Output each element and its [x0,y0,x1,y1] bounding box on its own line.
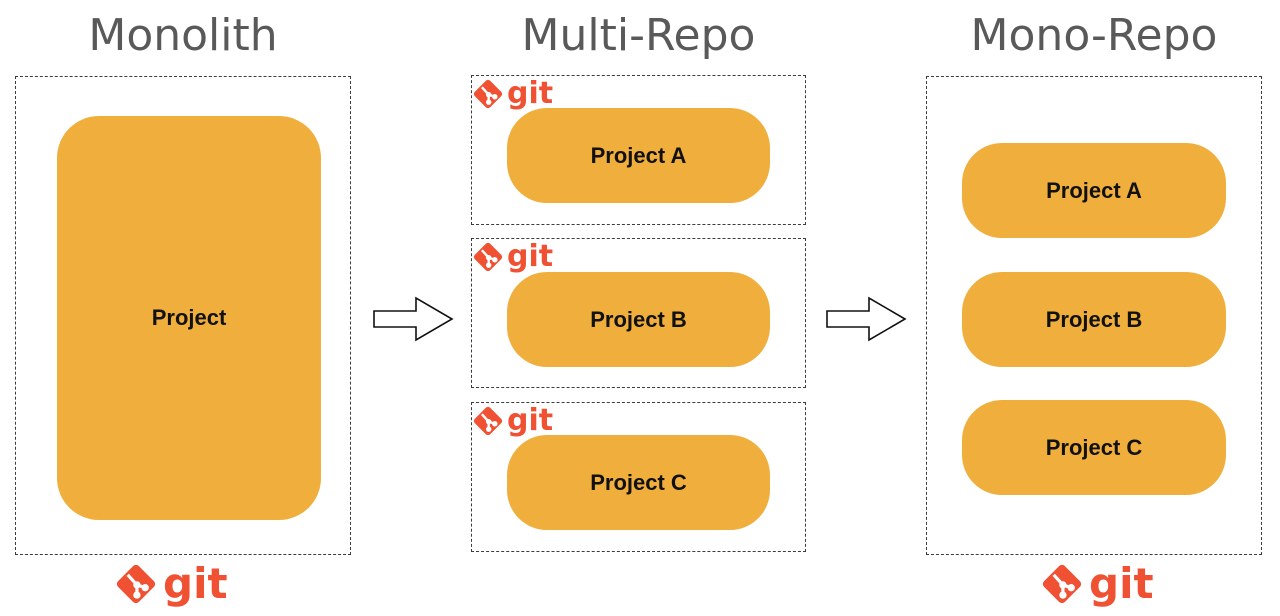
monolith-repo-box [15,76,351,555]
mono-repo-project-c: Project C [962,400,1226,495]
mono-repo-project-a: Project A [962,143,1226,238]
project-label: Project [151,305,227,330]
git-wordmark: git [1089,559,1154,608]
repo-b-box [471,238,806,388]
right-arrow-icon [373,296,454,342]
multi-repo-project-a: Project A [507,108,770,203]
mono-repo-git-logo: git [1039,560,1154,608]
git-wordmark: git [507,239,554,274]
git-logo-icon [473,406,503,436]
project-label: Project B [1045,306,1143,332]
project-label: Project A [1046,177,1142,203]
monolith-git-logo: git [113,560,228,608]
repo-c-box [471,402,806,552]
monolith-project: Project [57,116,321,520]
repo-b-git-logo: git [471,239,553,275]
mono-repo-title: Mono-Repo [970,10,1218,61]
git-wordmark: git [163,559,228,608]
git-logo-icon [116,564,156,604]
monolith-title: Monolith [88,10,278,61]
project-label: Project A [590,142,687,168]
repo-a-box [471,75,806,225]
multi-repo-title: Multi-Repo [521,10,756,61]
right-arrow-icon [826,296,907,342]
multi-repo-project-c: Project C [507,435,770,530]
git-logo-icon [473,79,503,109]
repo-a-git-logo: git [471,76,553,112]
git-logo-icon [473,242,503,272]
repo-c-git-logo: git [471,403,553,439]
project-label: Project C [590,469,687,495]
mono-repo-project-b: Project B [962,272,1226,367]
mono-repo-box [926,76,1262,555]
git-wordmark: git [507,76,554,111]
project-label: Project B [590,306,687,332]
git-wordmark: git [507,403,554,438]
git-logo-icon [1042,564,1082,604]
multi-repo-project-b: Project B [507,272,770,367]
project-label: Project C [1045,434,1143,460]
